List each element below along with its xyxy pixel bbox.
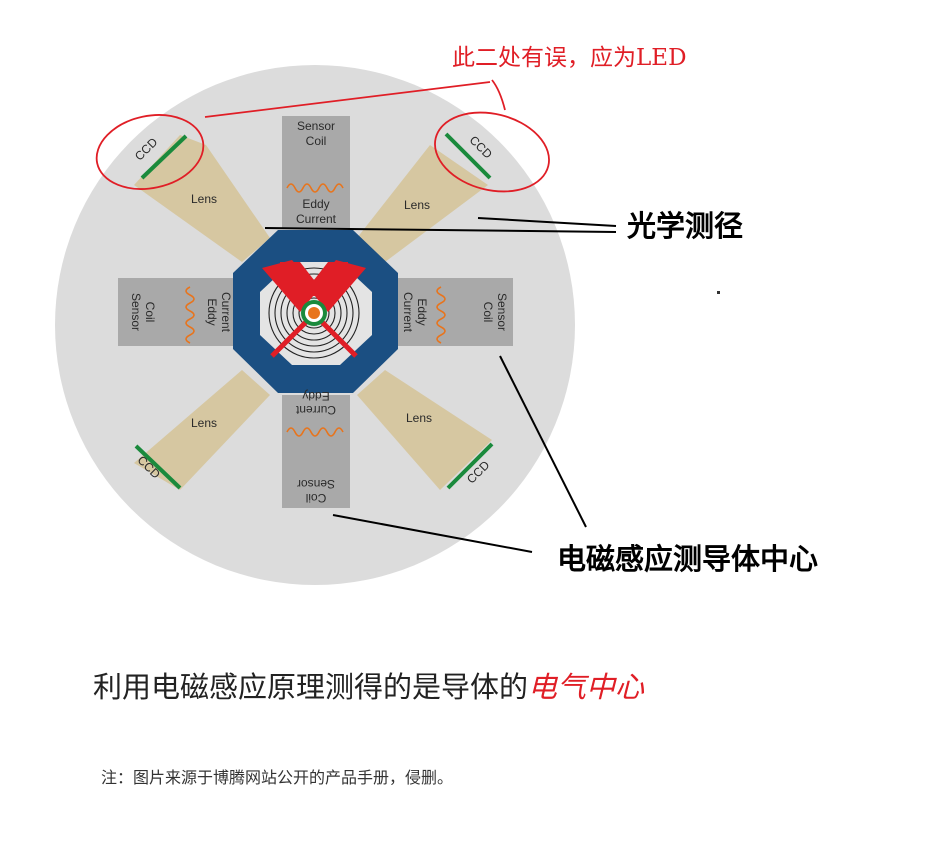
sensor-block-top (282, 116, 350, 228)
ccd-bar-bottom-left (134, 444, 182, 490)
conductor-core (308, 307, 320, 319)
error-pointer-right (491, 79, 506, 111)
lens-top-right (357, 145, 488, 262)
label-lens-top-left: Lens (191, 192, 217, 206)
label-coil-left: Coil (143, 302, 157, 323)
optical-measurement-label: 光学测径 (627, 209, 744, 243)
label-coil-right: Coil (481, 302, 495, 323)
label-lens-bottom-left: Lens (191, 416, 217, 430)
sensor-block-left (118, 278, 238, 346)
lens-top-left (134, 135, 270, 262)
electromagnetic-measurement-label: 电磁感应测导体中心 (557, 542, 819, 576)
label-sensor-top: Sensor (297, 119, 335, 133)
label-coil-bottom: Coil (306, 491, 327, 505)
sensor-block-right (396, 278, 513, 346)
label-sensor-bottom: Sensor (297, 477, 335, 491)
label-eddy-bottom: Eddy (302, 389, 329, 403)
em-pointer-bottom (332, 514, 533, 553)
ccd-bar-top-right (444, 132, 492, 180)
error-annotation: 此二处有误，应为LED (452, 45, 687, 71)
label-sensor-left: Sensor (129, 293, 143, 331)
caption-highlight: 电气中心 (528, 670, 645, 704)
sensor-block-bottom (282, 395, 350, 508)
source-note: 注：图片来源于博腾网站公开的产品手册，侵删。 (101, 768, 454, 787)
label-lens-bottom-right: Lens (406, 411, 432, 425)
label-eddy-top: Eddy (302, 197, 329, 211)
optical-pointer-lens (477, 217, 617, 227)
caption-main: 利用电磁感应原理测得的是导体的 (93, 670, 529, 704)
error-pointer-left (204, 81, 491, 118)
ccd-bar-bottom-right (446, 442, 494, 490)
label-sensor-right: Sensor (495, 293, 509, 331)
stray-dot (717, 291, 720, 294)
error-circle-left (95, 114, 205, 190)
eddy-wave-bottom (286, 427, 344, 437)
label-eddy-right: Eddy (415, 298, 429, 325)
eddy-wave-top (286, 183, 344, 193)
label-eddy-left: Eddy (205, 298, 219, 325)
eddy-wave-left (185, 286, 195, 344)
caption: 利用电磁感应原理测得的是导体的电气中心 (93, 664, 644, 706)
label-current-left: Current (219, 292, 233, 333)
lens-bottom-right (357, 370, 492, 490)
error-circle-right (434, 111, 550, 193)
lens-bottom-left (134, 370, 270, 490)
label-coil-top: Coil (306, 134, 327, 148)
ccd-bar-top-left (140, 134, 188, 180)
em-pointer-right (499, 355, 587, 528)
label-lens-top-right: Lens (404, 198, 430, 212)
eddy-wave-right (436, 286, 446, 344)
optical-pointer (264, 227, 617, 233)
label-current-right: Current (401, 292, 415, 333)
label-current-bottom: Current (295, 403, 336, 417)
label-current-top: Current (296, 212, 337, 226)
